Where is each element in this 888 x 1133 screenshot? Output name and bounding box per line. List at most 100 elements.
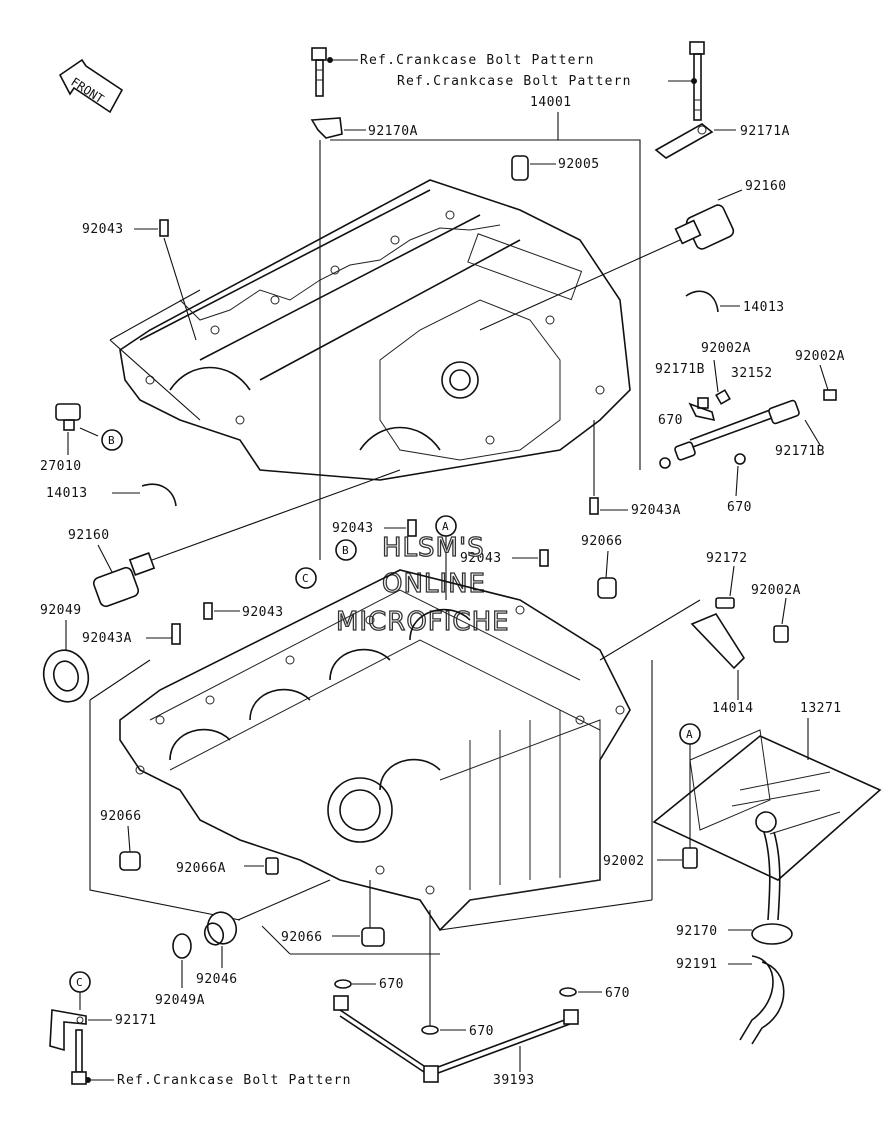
clamp-92170a-icon xyxy=(310,117,366,139)
label-92043a-left: 92043A xyxy=(82,631,132,646)
label-92043-center2: 92043 xyxy=(460,551,502,566)
label-92049: 92049 xyxy=(40,603,82,618)
oil-pipe-39193-icon xyxy=(333,995,579,1083)
clamp-92170-icon xyxy=(751,923,793,945)
oil-screen-13271-icon xyxy=(652,729,882,881)
bolt-92002-icon xyxy=(682,847,698,869)
bolt-92002a-icon xyxy=(773,625,789,643)
screw-92172-icon xyxy=(715,597,735,609)
label-14014: 14014 xyxy=(712,701,754,716)
ref-text: Ref.Crankcase Bolt Pattern xyxy=(117,1073,352,1088)
callout-c-1: C xyxy=(295,567,317,589)
lower-crankcase-icon xyxy=(119,569,631,932)
hose-92191-icon xyxy=(739,955,785,1045)
svg-text:ONLINE: ONLINE xyxy=(382,569,486,599)
plug-92066-icon xyxy=(361,927,385,947)
label-670-2: 670 xyxy=(727,500,752,515)
label-14001: 14001 xyxy=(530,95,572,110)
label-670-4: 670 xyxy=(605,986,630,1001)
label-92172: 92172 xyxy=(706,551,748,566)
label-92066-bottom: 92066 xyxy=(281,930,323,945)
label-13271: 13271 xyxy=(800,701,842,716)
dowel-pin-icon xyxy=(539,549,549,567)
svg-text:HLSM'S: HLSM'S xyxy=(382,533,485,563)
oil-seal-92049-icon xyxy=(42,649,90,703)
svg-text:B: B xyxy=(108,434,115,447)
label-92046: 92046 xyxy=(196,972,238,987)
circlip-14013-icon xyxy=(685,290,719,313)
o-ring-icon xyxy=(559,987,577,997)
label-92002a-1: 92002A xyxy=(701,341,751,356)
ref-note-bottom: Ref.Crankcase Bolt Pattern xyxy=(85,1073,352,1088)
dowel-pin-icon xyxy=(589,497,599,515)
label-92170: 92170 xyxy=(676,924,718,939)
label-92049a: 92049A xyxy=(155,993,205,1008)
oil-pipe-32152-icon xyxy=(659,359,837,497)
o-ring-icon xyxy=(421,1025,439,1035)
callout-c-2: C xyxy=(69,971,91,993)
svg-text:B: B xyxy=(342,544,349,557)
sleeve-92005-icon xyxy=(511,155,556,181)
label-92002a-2: 92002A xyxy=(795,349,845,364)
upper-crankcase-icon xyxy=(119,179,631,481)
o-ring-icon xyxy=(334,979,352,989)
label-92066-right: 92066 xyxy=(581,534,623,549)
label-39193: 39193 xyxy=(493,1073,535,1088)
label-92043a-right: 92043A xyxy=(631,503,681,518)
svg-text:MICROFICHE: MICROFICHE xyxy=(336,607,510,637)
plate-14014-icon xyxy=(690,613,746,670)
svg-text:C: C xyxy=(76,976,83,989)
switch-27010-icon xyxy=(55,403,99,437)
label-27010: 27010 xyxy=(40,459,82,474)
label-92171a: 92171A xyxy=(740,124,790,139)
dowel-pin-icon xyxy=(203,602,213,620)
label-92066a: 92066A xyxy=(176,861,226,876)
plug-92066-icon xyxy=(597,577,617,599)
oil-filter-pipe-92160-icon xyxy=(674,189,743,250)
ref-note-top-left: Ref.Crankcase Bolt Pattern xyxy=(327,53,595,68)
oil-filter-pipe-92160-icon xyxy=(92,552,156,608)
circlip-14013-icon xyxy=(141,483,177,507)
plate-92171a-icon xyxy=(654,123,736,159)
callout-b-2: B xyxy=(335,539,357,561)
dowel-pin-icon xyxy=(407,519,417,537)
label-92171b-2: 92171B xyxy=(775,444,825,459)
label-92043-lower: 92043 xyxy=(242,605,284,620)
label-92002a-3: 92002A xyxy=(751,583,801,598)
label-92066-left: 92066 xyxy=(100,809,142,824)
label-92191: 92191 xyxy=(676,957,718,972)
label-670-1: 670 xyxy=(658,413,683,428)
label-92005: 92005 xyxy=(558,157,600,172)
dowel-pin-icon xyxy=(159,219,169,237)
callout-a-2: A xyxy=(679,723,701,745)
label-670-3: 670 xyxy=(379,977,404,992)
label-92160-top: 92160 xyxy=(745,179,787,194)
bolt-bottom-icon xyxy=(75,1029,83,1073)
label-92171: 92171 xyxy=(115,1013,157,1028)
seal-92049a-icon xyxy=(172,933,192,959)
watermark: HLSM'S ONLINE MICROFICHE xyxy=(335,532,510,637)
label-14013-left: 14013 xyxy=(46,486,88,501)
callout-b-1: B xyxy=(101,429,123,451)
bolt-top-left-icon xyxy=(311,47,327,97)
bearing-92046-icon xyxy=(203,911,238,946)
label-92043-center: 92043 xyxy=(332,521,374,536)
label-32152: 32152 xyxy=(731,366,773,381)
label-92002: 92002 xyxy=(603,854,645,869)
svg-text:C: C xyxy=(302,572,309,585)
svg-text:A: A xyxy=(442,520,449,533)
hose-icon xyxy=(763,831,771,921)
front-arrow-icon: FRONT xyxy=(58,58,124,114)
label-670-5: 670 xyxy=(469,1024,494,1039)
label-92043-top: 92043 xyxy=(82,222,124,237)
ref-text: Ref.Crankcase Bolt Pattern xyxy=(360,53,595,68)
label-14013-top: 14013 xyxy=(743,300,785,315)
clamp-92171-icon xyxy=(49,1009,87,1052)
ref-text: Ref.Crankcase Bolt Pattern xyxy=(397,74,632,89)
dowel-pin-icon xyxy=(171,623,181,645)
label-92171b-1: 92171B xyxy=(655,362,705,377)
plug-92066a-icon xyxy=(265,857,279,875)
label-92170a: 92170A xyxy=(368,124,418,139)
